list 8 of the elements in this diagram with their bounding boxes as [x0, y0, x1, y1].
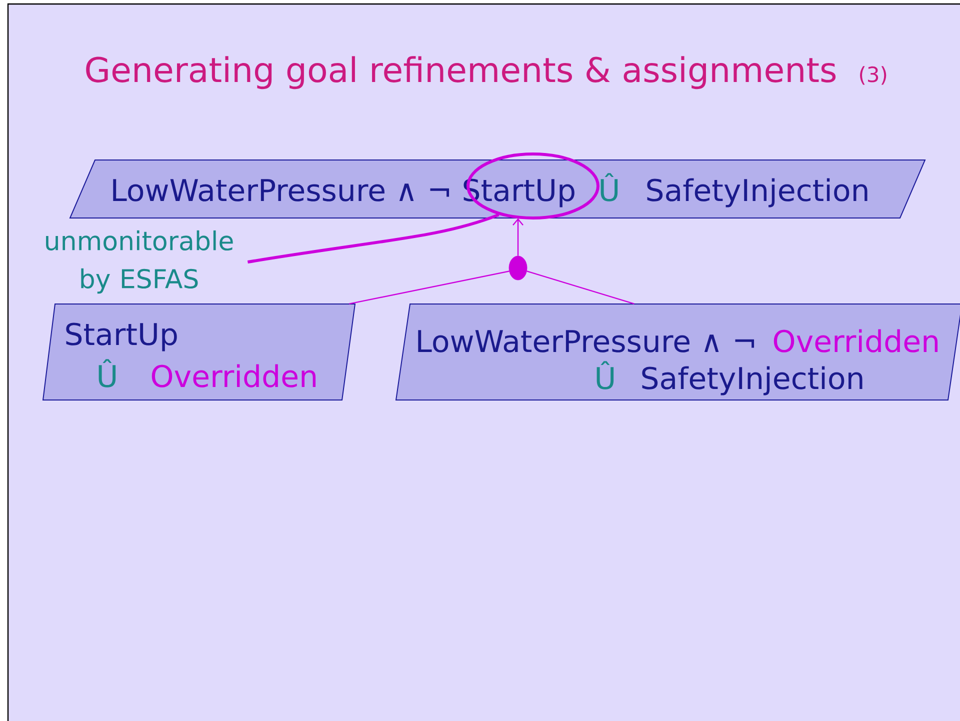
connector: [349, 270, 510, 304]
connector: [512, 218, 524, 256]
annotation: unmonitorable by ESFAS: [46, 230, 233, 294]
connector: [526, 270, 634, 304]
slide-number: (3): [860, 66, 886, 85]
title: Generating goal refinements & assignments: [86, 56, 836, 90]
leader-line: [247, 213, 500, 264]
refinement-dot: [508, 256, 528, 280]
